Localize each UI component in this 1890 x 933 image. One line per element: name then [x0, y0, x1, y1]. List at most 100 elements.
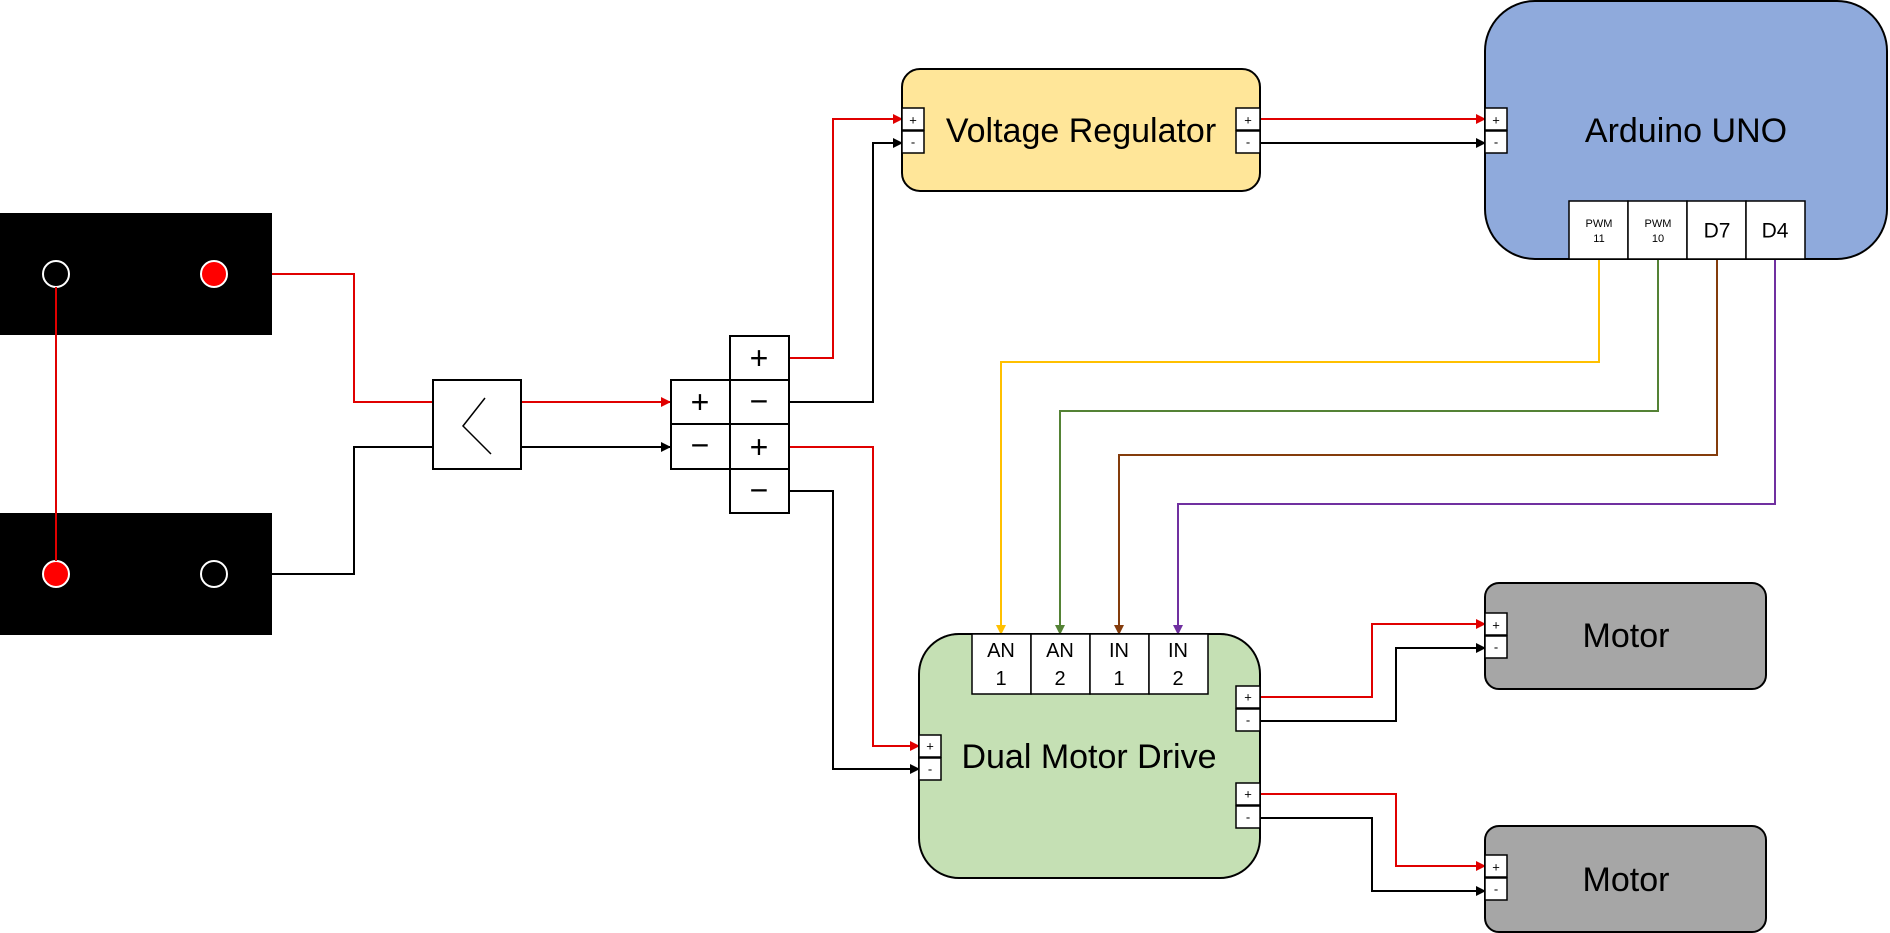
driver-to-motor2-positive [1260, 793, 1486, 871]
driver-label: Dual Motor Drive [961, 738, 1216, 776]
driver-motor2-plus-label: + [1244, 787, 1252, 802]
driver-to-motor1-negative [1260, 643, 1486, 722]
splitter-cell-in-minus [670, 423, 731, 470]
motor-bottom-plus [1484, 854, 1508, 878]
regulator-in-minus-label: - [911, 135, 915, 150]
motor-top-plus-label: + [1492, 618, 1500, 633]
arduino-pin-pwm11 [1568, 200, 1629, 260]
pwm11-to-an1-wire [996, 259, 1600, 635]
arduino-pin-pwm10 [1627, 200, 1688, 260]
driver-pin-an1 [971, 633, 1032, 695]
arduino-pin-pwm10-line1: PWM [1645, 218, 1672, 230]
regulator-label: Voltage Regulator [946, 112, 1216, 150]
motor-bottom-label: Motor [1583, 861, 1670, 899]
battery-top-terminal-right [200, 260, 228, 288]
splitter-cell-in-plus [670, 379, 731, 425]
splitter-label-in-plus: + [691, 384, 710, 420]
regulator-in-plus [901, 107, 925, 131]
driver-motor1-plus [1235, 685, 1261, 709]
driver-pin-in2-line1: IN [1168, 640, 1188, 662]
arduino-pin-pwm11-line2: 11 [1593, 233, 1604, 245]
driver-motor2-minus [1235, 805, 1261, 829]
driver-pin-in1-line2: 1 [1113, 668, 1124, 690]
driver-power-plus [918, 734, 942, 758]
motor-top-label: Motor [1583, 617, 1670, 655]
arduino-pin-header: PWM 11 PWM 10 D7 D4 [1568, 200, 1806, 260]
driver-pin-in2 [1148, 633, 1209, 695]
wires [55, 114, 1776, 896]
power-splitter: + − + − + − [670, 335, 790, 514]
arduino-uno: Arduino UNO + - PWM 11 PWM 10 D7 D4 [1484, 0, 1888, 260]
motor-bottom: Motor + - [1484, 825, 1767, 933]
battery-bottom-body [0, 513, 272, 635]
arduino-pin-pwm11-line1: PWM [1586, 218, 1613, 230]
splitter-label-bottom-plus: + [750, 429, 769, 465]
splitter-to-driver-positive [790, 446, 920, 751]
arduino-pin-d7-label: D7 [1704, 220, 1731, 243]
battery-top [0, 213, 272, 335]
switch-icon [461, 397, 492, 455]
motor-bottom-plus-label: + [1492, 860, 1500, 875]
splitter-label-top-plus: + [750, 340, 769, 376]
driver-power-minus-label: - [928, 762, 932, 777]
splitter-cell-bottom-out-plus [729, 423, 790, 470]
driver-motor1-plus-label: + [1244, 690, 1252, 705]
regulator-in-plus-label: + [909, 113, 917, 128]
regulator-out-plus [1235, 107, 1261, 131]
d7-to-in1-wire [1114, 259, 1718, 635]
splitter-label-top-minus: − [750, 383, 769, 419]
battery-top-body [0, 213, 272, 335]
arduino-pin-pwm10-line2: 10 [1652, 233, 1664, 245]
regulator-out-plus-label: + [1244, 113, 1252, 128]
power-switch [432, 379, 522, 470]
arduino-power-plus [1484, 107, 1508, 131]
d4-to-in2-wire [1173, 259, 1776, 635]
motor-top: Motor + - [1484, 582, 1767, 690]
arduino-power-minus-label: - [1494, 135, 1498, 150]
driver-pin-an2 [1030, 633, 1091, 695]
motor-bottom-minus-label: - [1494, 882, 1498, 897]
driver-pin-an1-line2: 1 [995, 668, 1006, 690]
driver-motor2-minus-label: - [1246, 810, 1250, 825]
motor-top-minus [1484, 635, 1508, 659]
battery-bottom-terminal-left [42, 560, 70, 588]
dual-motor-drive: Dual Motor Drive AN 1 AN 2 IN 1 IN 2 + -… [918, 633, 1261, 879]
driver-pin-header: AN 1 AN 2 IN 1 IN 2 [971, 633, 1209, 695]
driver-to-motor1-positive [1260, 619, 1486, 698]
driver-power-plus-label: + [926, 739, 934, 754]
arduino-label: Arduino UNO [1585, 112, 1787, 150]
driver-pin-in1-line1: IN [1109, 640, 1129, 662]
arduino-pin-d4-label: D4 [1762, 220, 1789, 243]
battery-positive-wire [272, 273, 433, 403]
pwm10-to-an2-wire [1055, 259, 1659, 635]
motor-bottom-minus [1484, 877, 1508, 901]
splitter-to-regulator-negative [790, 138, 903, 403]
driver-motor1-minus [1235, 708, 1261, 732]
battery-bottom-terminal-right [200, 560, 228, 588]
driver-pin-an1-line1: AN [987, 640, 1015, 662]
splitter-cell-bottom-out-minus [729, 468, 790, 514]
driver-motor1-minus-label: - [1246, 713, 1250, 728]
splitter-label-bottom-minus: − [750, 472, 769, 508]
driver-pin-an2-line1: AN [1046, 640, 1074, 662]
splitter-to-driver-negative [790, 490, 920, 774]
driver-motor2-plus [1235, 782, 1261, 806]
switch-box [432, 379, 522, 470]
motor-top-minus-label: - [1494, 640, 1498, 655]
driver-to-motor2-negative [1260, 817, 1486, 896]
motor-top-plus [1484, 612, 1508, 636]
battery-bottom [0, 513, 272, 635]
splitter-cell-top-out-plus [729, 335, 790, 381]
arduino-power-plus-label: + [1492, 113, 1500, 128]
regulator-in-minus [901, 130, 925, 154]
battery-negative-wire [272, 446, 433, 575]
regulator-out-minus [1235, 130, 1261, 154]
driver-pin-in2-line2: 2 [1172, 668, 1183, 690]
driver-pin-an2-line2: 2 [1054, 668, 1065, 690]
voltage-regulator: Voltage Regulator + - + - [901, 68, 1261, 192]
splitter-to-regulator-positive [790, 114, 903, 359]
arduino-power-minus [1484, 130, 1508, 154]
battery-top-terminal-left [42, 260, 70, 288]
arduino-pin-d4 [1745, 200, 1806, 260]
